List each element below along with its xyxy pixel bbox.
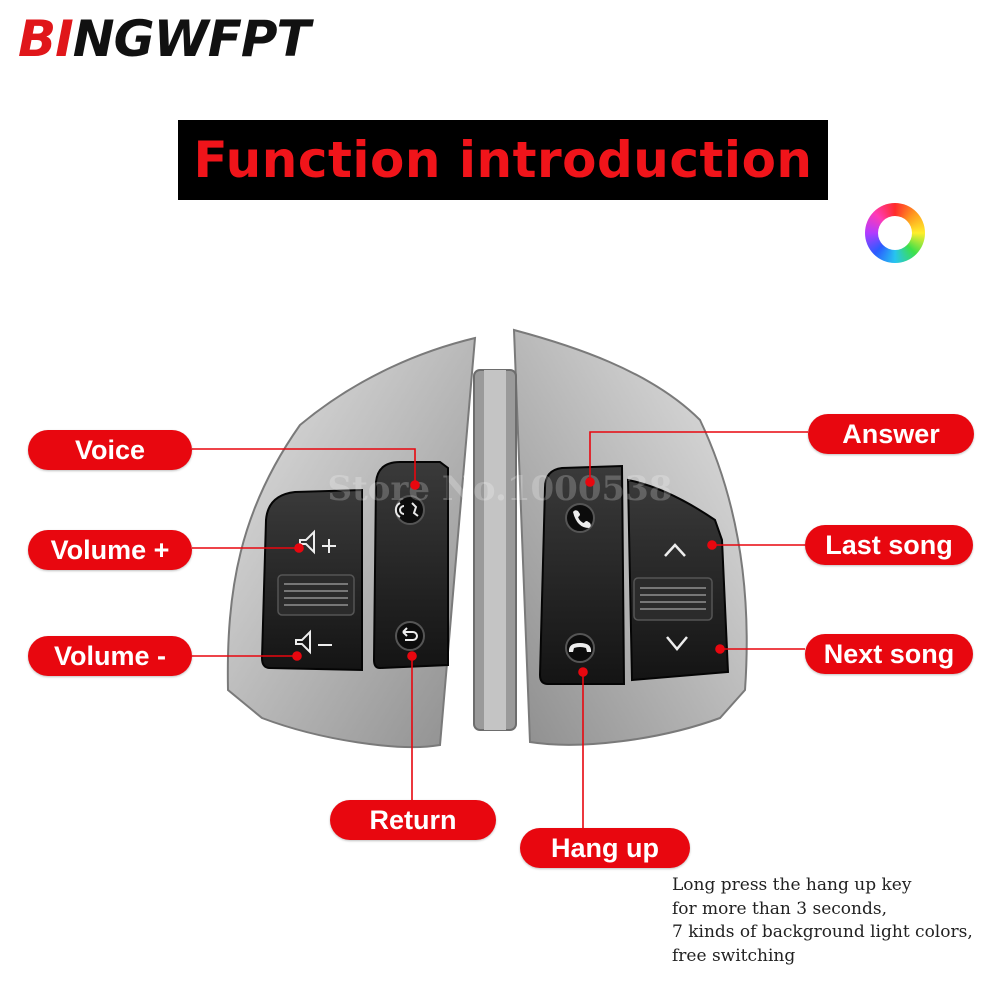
volume-scroll-wheel[interactable] <box>277 574 355 616</box>
title-banner: Function introduction <box>178 120 828 200</box>
phone-answer-icon <box>565 503 595 533</box>
note-line: Long press the hang up key <box>672 875 912 895</box>
chevron-down-icon <box>666 636 688 651</box>
label-answer: Answer <box>808 414 974 454</box>
hang-up-note: Long press the hang up key for more than… <box>672 874 973 968</box>
label-volume-minus: Volume - <box>28 636 192 676</box>
label-voice: Voice <box>28 430 192 470</box>
song-scroll-wheel[interactable] <box>633 577 713 621</box>
page-title: Function introduction <box>193 131 813 189</box>
leader-lines <box>192 431 808 830</box>
label-next-song: Next song <box>805 634 973 674</box>
call-button-pad[interactable] <box>538 464 626 685</box>
note-line: for more than 3 seconds, <box>672 898 887 919</box>
note-line: free switching <box>672 945 796 966</box>
brand-logo: BINGWFPT <box>18 10 311 68</box>
volume-down-icon <box>295 629 332 655</box>
color-ring-icon <box>865 203 925 263</box>
label-last-song: Last song <box>805 525 973 565</box>
watermark-text: Store No.1000538 <box>328 469 673 509</box>
return-icon <box>395 621 425 651</box>
label-hang-up: Hang up <box>520 828 690 868</box>
label-return: Return <box>330 800 496 840</box>
phone-hangup-icon <box>565 633 595 663</box>
chevron-up-icon <box>664 543 686 557</box>
voice-icon <box>394 495 425 525</box>
label-volume-plus: Volume + <box>28 530 192 570</box>
note-line: 7 kinds of background light colors, <box>672 922 973 942</box>
voice-return-button-pad[interactable] <box>372 461 449 670</box>
